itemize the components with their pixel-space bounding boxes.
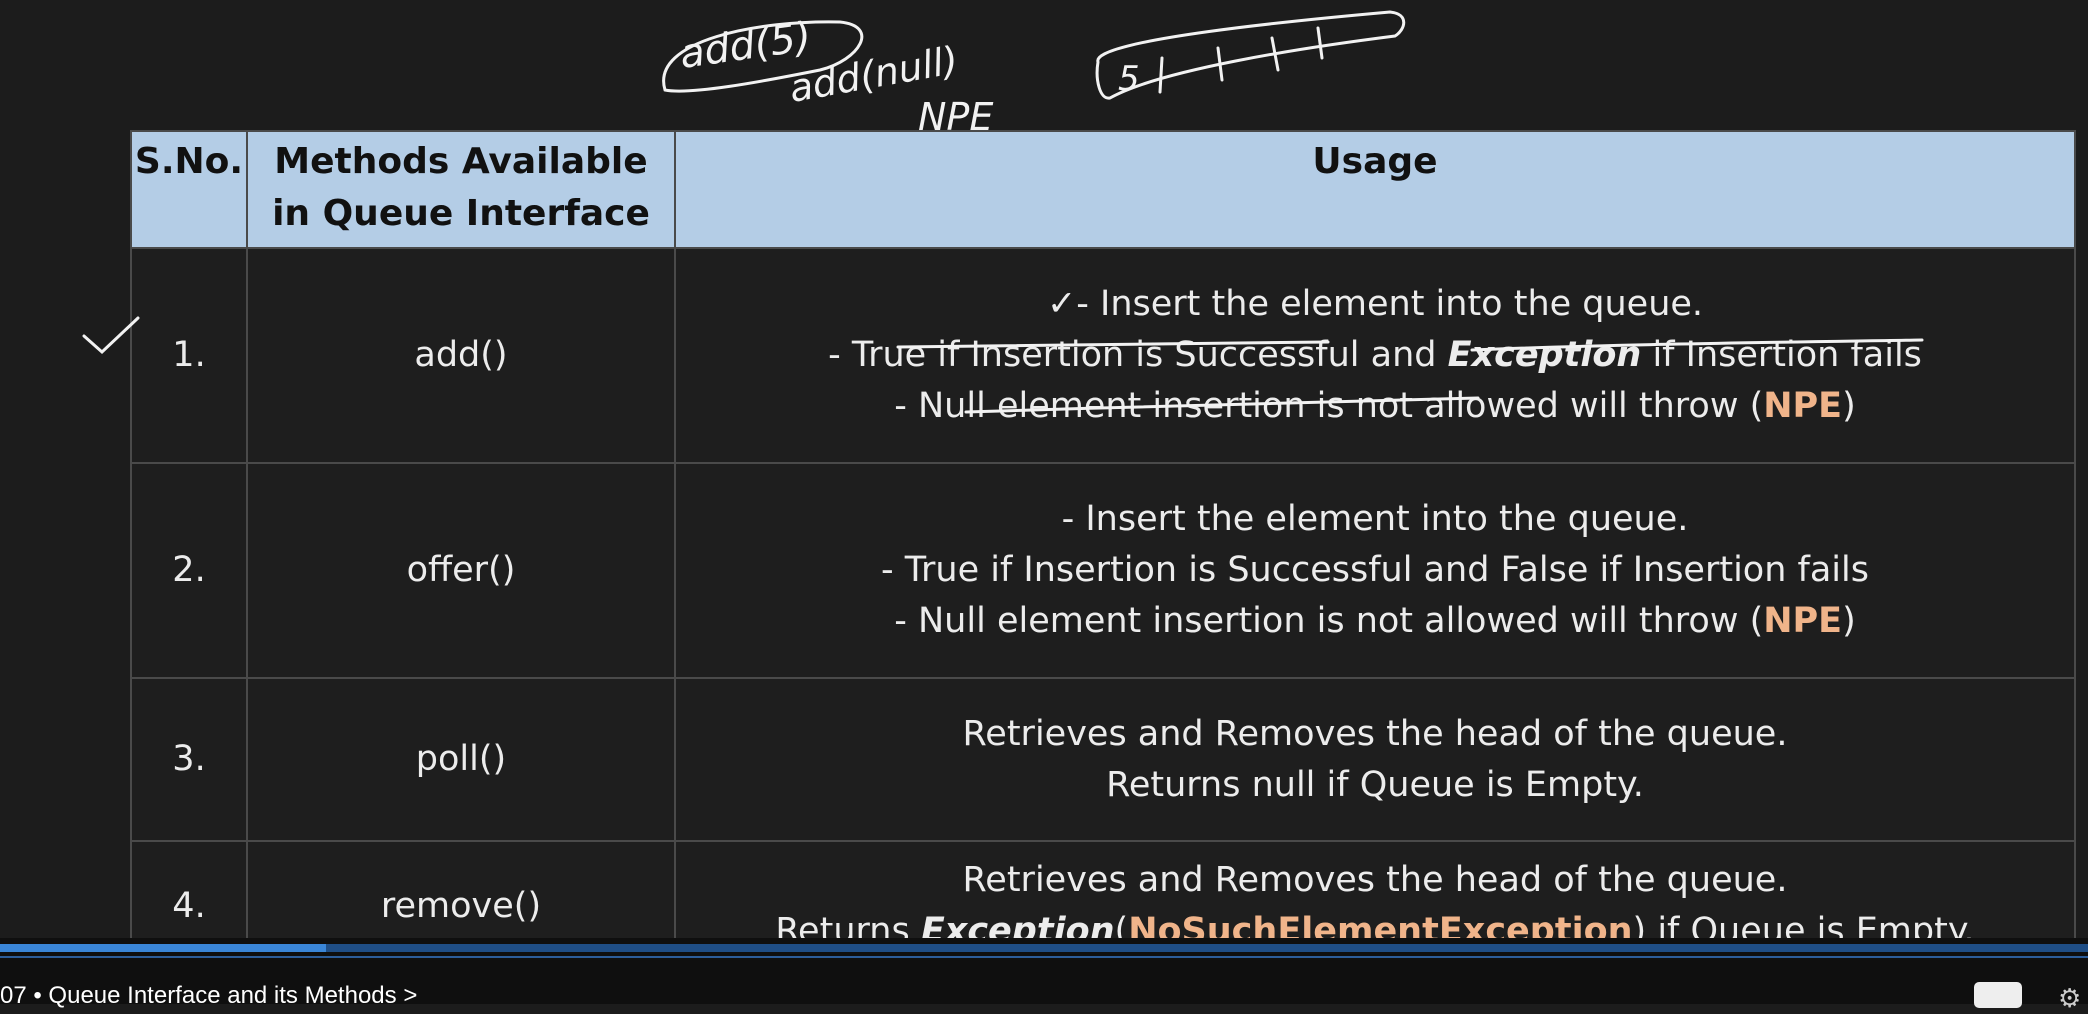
handwritten-5: 5 — [1118, 59, 1140, 99]
usage-line: - True if Insertion is Successful and Fa… — [881, 550, 1869, 590]
exception-text: Exception — [1447, 335, 1642, 375]
settings-icon[interactable]: ⚙ — [2058, 984, 2082, 1014]
table-row: 1. add() ✓- Insert the element into the … — [130, 247, 2076, 464]
queue-divider-2 — [1216, 46, 1224, 82]
table-row: 3. poll() Retrieves and Removes the head… — [130, 677, 2076, 842]
queue-divider-3 — [1270, 36, 1280, 72]
usage-text: ) — [1842, 601, 1856, 641]
chapter-title[interactable]: 07 • Queue Interface and its Methods > — [0, 982, 418, 1009]
usage-text: - True if Insertion is Successful and — [828, 335, 1448, 375]
row-usage: - Insert the element into the queue. - T… — [674, 462, 2076, 679]
header-methods-line1: Methods Available — [274, 141, 648, 182]
row-sno: 1. — [130, 247, 248, 464]
header-methods-line2: in Queue Interface — [272, 193, 650, 234]
progress-bar[interactable] — [0, 944, 2088, 952]
playlist-icon[interactable] — [1974, 982, 2022, 1008]
npe-highlight: NPE — [1763, 386, 1843, 426]
usage-line: ✓- Insert the element into the queue. — [682, 279, 2068, 330]
header-sno: S.No. — [130, 130, 248, 249]
usage-text: ) — [1842, 386, 1856, 426]
usage-line: Retrieves and Removes the head of the qu… — [962, 713, 1788, 754]
queue-methods-table: S.No. Methods Available in Queue Interfa… — [130, 130, 2076, 972]
usage-line: - Null element insertion is not allowed … — [682, 381, 2068, 432]
usage-line: Retrieves and Removes the head of the qu… — [962, 860, 1788, 900]
queue-divider-4 — [1316, 26, 1324, 60]
usage-text: - Insert the element into the queue. — [1076, 284, 1704, 324]
usage-text: if Insertion fails — [1641, 335, 1922, 375]
usage-text: - Null element insertion is not allowed … — [894, 601, 1764, 641]
usage-text: - Null element insertion is not allowed … — [894, 386, 1764, 426]
npe-highlight: NPE — [1763, 601, 1843, 641]
header-usage: Usage — [674, 130, 2076, 249]
usage-line: - Null element insertion is not allowed … — [682, 596, 2068, 647]
row-usage: Retrieves and Removes the head of the qu… — [674, 677, 2076, 842]
table-row: 2. offer() - Insert the element into the… — [130, 462, 2076, 679]
row-usage: ✓- Insert the element into the queue. - … — [674, 247, 2076, 464]
row-sno: 2. — [130, 462, 248, 679]
row-method: add() — [246, 247, 676, 464]
row-method: poll() — [246, 677, 676, 842]
check-mark: ✓ — [1046, 284, 1077, 324]
table-header-row: S.No. Methods Available in Queue Interfa… — [130, 130, 2076, 249]
add-circle-stroke — [662, 20, 864, 93]
usage-line: Returns null if Queue is Empty. — [1106, 764, 1644, 805]
chapter-marker-track — [0, 956, 2088, 958]
usage-line: - True if Insertion is Successful and Ex… — [682, 330, 2068, 381]
usage-line: - Insert the element into the queue. — [1061, 499, 1689, 539]
handwritten-add-5: add(5) — [677, 14, 814, 78]
progress-fill — [0, 944, 326, 952]
queue-divider-1 — [1158, 56, 1164, 94]
handwritten-add-null: add(null) — [786, 38, 962, 111]
queue-box-stroke — [1095, 10, 1406, 100]
header-methods: Methods Available in Queue Interface — [246, 130, 676, 249]
row-method: offer() — [246, 462, 676, 679]
row-sno: 3. — [130, 677, 248, 842]
